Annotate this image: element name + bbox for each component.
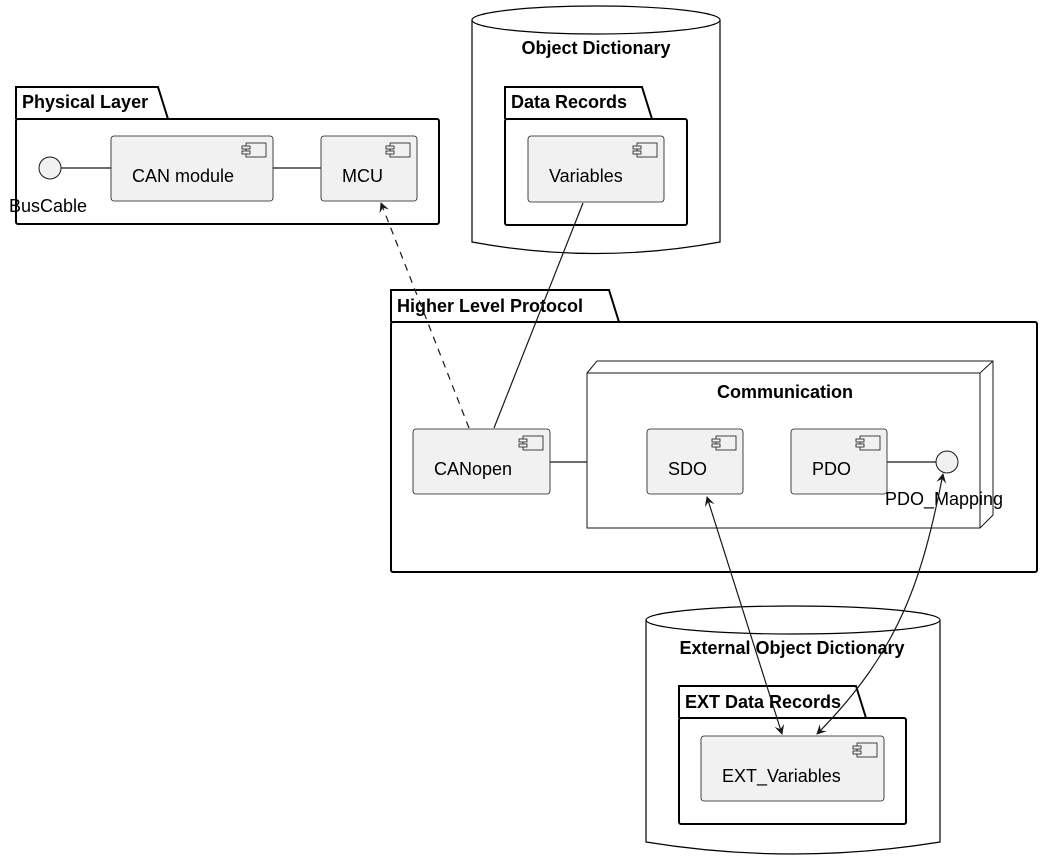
higher-level-protocol-label: Higher Level Protocol	[397, 296, 583, 316]
pdo-component[interactable]: PDO	[790, 428, 888, 495]
pdo-mapping-label: PDO_Mapping	[885, 489, 1003, 510]
bus-cable-interface[interactable]: BusCable	[9, 156, 87, 216]
sdo-component[interactable]: SDO	[646, 428, 744, 495]
physical-layer-label: Physical Layer	[22, 92, 148, 112]
edge-pdomapping-extvariables	[816, 473, 947, 735]
pdo-label: PDO	[812, 459, 851, 479]
communication-label: Communication	[717, 382, 853, 402]
edge-sdo-extvariables	[704, 496, 785, 735]
edge-variables-canopen	[493, 202, 584, 429]
ext-variables-component[interactable]: EXT_Variables	[700, 735, 885, 802]
ext-data-records-label: EXT Data Records	[685, 692, 841, 712]
component-icon	[711, 435, 737, 451]
can-module-label: CAN module	[132, 166, 234, 186]
variables-component[interactable]: Variables	[527, 135, 665, 203]
component-icon	[518, 435, 544, 451]
external-object-dictionary-label: External Object Dictionary	[679, 638, 904, 658]
object-dictionary-label: Object Dictionary	[521, 38, 670, 58]
variables-label: Variables	[549, 166, 623, 186]
sdo-label: SDO	[668, 459, 707, 479]
mcu-component[interactable]: MCU	[320, 135, 418, 202]
data-records-label: Data Records	[511, 92, 627, 112]
canopen-label: CANopen	[434, 459, 512, 479]
can-module-component[interactable]: CAN module	[110, 135, 274, 202]
component-icon	[632, 142, 658, 158]
bus-cable-label: BusCable	[9, 196, 87, 216]
ext-variables-label: EXT_Variables	[722, 766, 841, 787]
component-icon	[241, 142, 267, 158]
component-icon	[385, 142, 411, 158]
canopen-component[interactable]: CANopen	[412, 428, 551, 495]
component-icon	[855, 435, 881, 451]
component-icon	[852, 742, 878, 758]
mcu-label: MCU	[342, 166, 383, 186]
edge-canopen-mcu	[379, 202, 470, 429]
